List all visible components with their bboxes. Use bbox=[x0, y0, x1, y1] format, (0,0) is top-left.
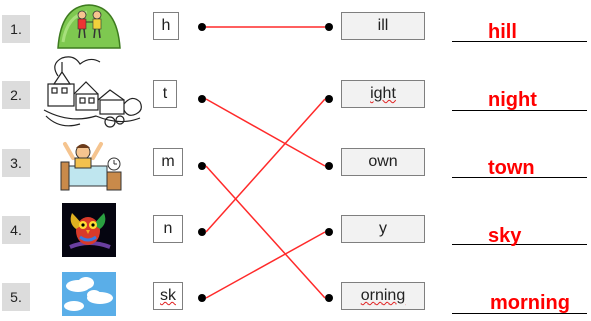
clouds-sky-icon bbox=[62, 272, 116, 316]
answer-text-3: town bbox=[488, 157, 535, 179]
left-dot-n[interactable] bbox=[198, 228, 206, 236]
rime-box-ight: ight bbox=[341, 80, 425, 108]
onset-box-sk: sk bbox=[153, 282, 183, 310]
onset-box-t: t bbox=[153, 80, 177, 108]
answer-blank-3[interactable] bbox=[452, 177, 587, 178]
match-line-sk-y bbox=[205, 231, 326, 299]
onset-box-n: n bbox=[153, 215, 183, 243]
answer-text-2: night bbox=[488, 89, 537, 111]
match-line-t-own bbox=[205, 98, 326, 167]
match-line-m-orning bbox=[205, 165, 326, 299]
right-dot-ight[interactable] bbox=[325, 95, 333, 103]
row-number-3: 3. bbox=[2, 149, 30, 177]
rime-text-orning: orning bbox=[360, 287, 406, 304]
rime-box-ill: ill bbox=[341, 12, 425, 40]
answer-text-4: sky bbox=[488, 225, 522, 247]
right-dot-own[interactable] bbox=[325, 162, 333, 170]
left-dot-h[interactable] bbox=[198, 23, 206, 31]
rime-box-own: own bbox=[341, 148, 425, 176]
rime-text-ight: ight bbox=[370, 85, 396, 102]
rime-box-y: y bbox=[341, 215, 425, 243]
left-dot-m[interactable] bbox=[198, 162, 206, 170]
right-dot-y[interactable] bbox=[325, 228, 333, 236]
answer-text-5: morning bbox=[490, 292, 570, 314]
town-sketch-icon bbox=[40, 54, 144, 132]
answer-blank-5[interactable] bbox=[452, 313, 587, 314]
left-dot-sk[interactable] bbox=[198, 294, 206, 302]
answer-blank-4[interactable] bbox=[452, 244, 587, 245]
row-number-4: 4. bbox=[2, 216, 30, 244]
answer-blank-1[interactable] bbox=[452, 41, 587, 42]
row-number-1: 1. bbox=[2, 15, 30, 43]
onset-box-m: m bbox=[153, 148, 183, 176]
answer-text-1: hill bbox=[488, 21, 517, 43]
match-line-n-ight bbox=[205, 98, 326, 233]
answer-blank-2[interactable] bbox=[452, 110, 587, 111]
onset-text-sk: sk bbox=[160, 287, 176, 304]
right-dot-orning[interactable] bbox=[325, 294, 333, 302]
owl-at-night-icon bbox=[62, 203, 116, 257]
right-dot-ill[interactable] bbox=[325, 23, 333, 31]
left-dot-t[interactable] bbox=[198, 95, 206, 103]
row-number-5: 5. bbox=[2, 283, 30, 311]
rime-box-orning: orning bbox=[341, 282, 425, 310]
hill-with-children-icon bbox=[57, 2, 121, 50]
row-number-2: 2. bbox=[2, 81, 30, 109]
onset-box-h: h bbox=[153, 12, 179, 40]
child-waking-in-bed-icon bbox=[59, 136, 123, 194]
